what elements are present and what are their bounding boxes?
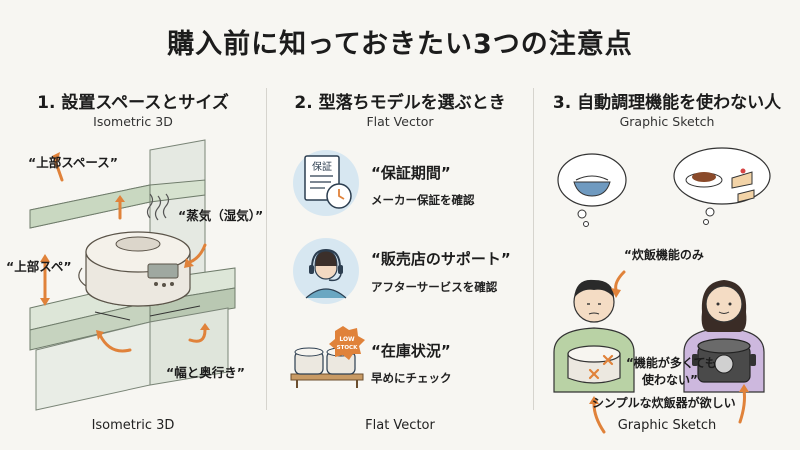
item-heading-warranty: “保証期間”: [371, 164, 451, 182]
warranty-icon-text: 保証: [312, 160, 332, 173]
svg-text:LOW: LOW: [339, 336, 355, 343]
column-footer: Isometric 3D: [91, 418, 175, 433]
column-no-auto-cooking: 3. 自動調理機能を使わない人 Graphic Sketch: [534, 80, 800, 450]
column-installation-space: 1. 設置スペースとサイズ Isometric 3D: [0, 80, 266, 450]
column-style-label: Isometric 3D: [93, 114, 173, 129]
steam-lines: [146, 193, 170, 221]
isometric-kitchen-shelf-illustration: [29, 139, 236, 411]
item-heading-support: “販売店のサポート”: [371, 250, 511, 268]
cake-icon: [731, 168, 755, 203]
warranty-document-clock-icon: 保証: [293, 150, 359, 216]
low-stock-badge: [329, 326, 365, 360]
column-title: 1. 設置スペースとサイズ: [37, 93, 229, 113]
column-older-model: 2. 型落ちモデルを選ぶとき Flat Vector 保証 “保証期間” メーカ…: [267, 80, 533, 450]
curry-dish-icon: [685, 172, 723, 188]
item-sub-support: アフターサービスを確認: [371, 280, 498, 294]
column-divider: [533, 88, 534, 410]
support-headset-icon: [293, 238, 359, 304]
column-footer: Flat Vector: [365, 418, 435, 433]
two-people-thinking-illustration: [553, 147, 771, 434]
label-steam: “蒸気（湿気）”: [178, 208, 264, 223]
label-width-depth: “幅と奥行き”: [166, 365, 245, 380]
label-many-functions-line2: 使わない”: [642, 373, 698, 387]
multi-cooker: [692, 338, 756, 383]
label-rice-only: “炊飯機能のみ: [624, 248, 704, 262]
column-style-label: Graphic Sketch: [619, 114, 715, 129]
column-footer: Graphic Sketch: [617, 418, 717, 433]
rice-bowl-icon: [573, 175, 611, 197]
item-heading-stock: “在庫状況”: [371, 342, 451, 360]
column-style-label: Flat Vector: [366, 114, 434, 129]
column-title: 2. 型落ちモデルを選ぶとき: [294, 93, 506, 113]
column-divider: [266, 88, 267, 410]
label-top-space: “上部スペース”: [28, 155, 118, 170]
label-side-space: “上部スペ”: [6, 259, 72, 274]
page-title: 購入前に知っておきたい3つの注意点: [167, 29, 633, 60]
label-many-functions-line1: “機能が多くても: [626, 356, 717, 370]
rice-cooker: [78, 231, 191, 307]
svg-text:STOCK: STOCK: [337, 345, 358, 351]
label-simple-wish: シンプルな炊飯器が欲しい: [592, 396, 736, 410]
stock-shelf-icon: LOW STOCK: [290, 326, 365, 388]
item-sub-stock: 早めにチェック: [371, 371, 452, 385]
column-title: 3. 自動調理機能を使わない人: [552, 93, 782, 113]
item-sub-warranty: メーカー保証を確認: [371, 193, 475, 207]
